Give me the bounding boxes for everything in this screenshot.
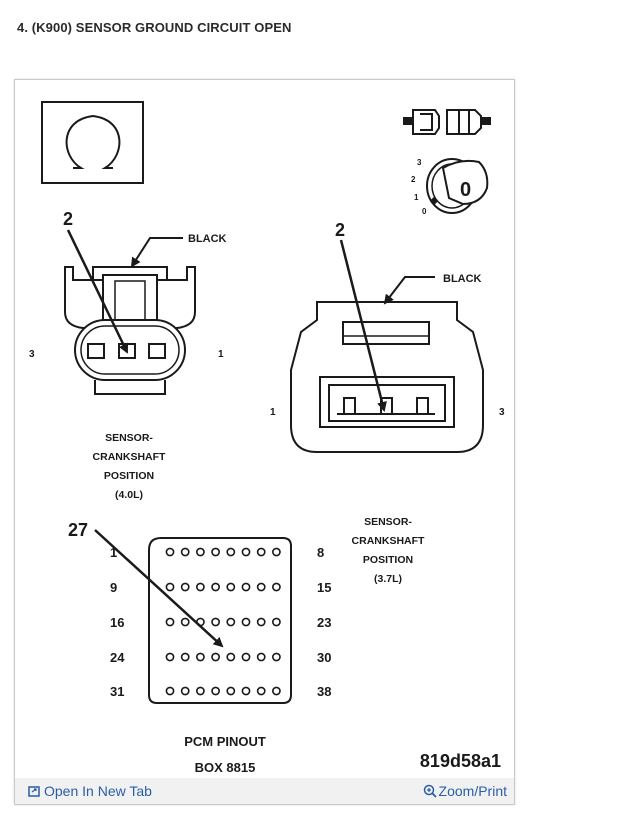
pcm-caption-line2: BOX 8815 xyxy=(195,760,256,775)
svg-text:SENSOR-: SENSOR- xyxy=(105,432,153,444)
ignition-key-icon: 3 2 1 0 0 xyxy=(411,158,489,216)
pcm-pin xyxy=(256,617,266,627)
pcm-pin xyxy=(195,547,205,557)
pcm-pin xyxy=(271,652,281,662)
pcm-left-number: 31 xyxy=(110,684,124,699)
pcm-pin xyxy=(241,582,251,592)
pcm-pin xyxy=(180,652,190,662)
pcm-pin xyxy=(241,547,251,557)
pcm-pin xyxy=(180,617,190,627)
pcm-right-number: 23 xyxy=(317,615,331,630)
pcm-pin xyxy=(195,686,205,696)
ignition-position-2: 2 xyxy=(411,175,416,184)
pcm-pin xyxy=(180,547,190,557)
pcm-pin xyxy=(241,686,251,696)
pcm-pin xyxy=(226,686,236,696)
pcm-pin xyxy=(165,652,175,662)
pcm-pin xyxy=(211,617,220,627)
right-pin-3-label: 3 xyxy=(499,407,505,418)
ohmmeter-icon xyxy=(41,101,144,184)
diagram-canvas: 3 2 1 0 0 2 BLACK 3 1 xyxy=(29,101,505,775)
svg-text:(4.0L): (4.0L) xyxy=(115,489,143,501)
right-connector-3-7l xyxy=(290,301,484,453)
pcm-pin xyxy=(226,652,236,662)
pcm-connector xyxy=(148,537,292,704)
pcm-pin xyxy=(256,547,266,557)
pcm-left-pin-numbers: 1 9 16 24 31 xyxy=(110,545,125,699)
pcm-pin xyxy=(165,617,175,627)
pcm-right-number: 8 xyxy=(317,545,324,560)
pcm-pin xyxy=(211,582,220,592)
magnifier-plus-icon xyxy=(423,784,437,801)
pcm-pin xyxy=(271,582,281,592)
pcm-pin xyxy=(226,617,236,627)
pcm-pin xyxy=(226,547,236,557)
open-in-new-tab-label: Open In New Tab xyxy=(44,783,152,799)
right-pin-1-label: 1 xyxy=(270,407,276,418)
left-connector-caption: SENSOR- CRANKSHAFT POSITION (4.0L) xyxy=(93,432,166,501)
pcm-pin xyxy=(256,582,266,592)
ignition-position-3: 3 xyxy=(417,158,422,167)
pcm-pin xyxy=(271,547,281,557)
left-connector-4-0l xyxy=(64,266,196,395)
pcm-right-number: 15 xyxy=(317,580,331,595)
figure-toolbar: Open In New Tab Zoom/Print xyxy=(15,778,514,804)
pcm-pointer-number: 27 xyxy=(68,520,88,540)
svg-text:POSITION: POSITION xyxy=(104,470,154,482)
svg-text:(3.7L): (3.7L) xyxy=(374,573,402,585)
zoom-print-button[interactable]: Zoom/Print xyxy=(423,783,507,801)
pcm-pin xyxy=(195,652,205,662)
zoom-print-label: Zoom/Print xyxy=(438,783,507,799)
pcm-pin xyxy=(195,582,205,592)
pcm-left-number: 16 xyxy=(110,615,124,630)
pcm-pin xyxy=(211,686,220,696)
pcm-pin xyxy=(256,686,266,696)
image-code: 819d58a1 xyxy=(420,751,501,771)
pcm-right-pin-numbers: 8 15 23 30 38 xyxy=(317,545,331,699)
open-new-tab-icon xyxy=(28,784,40,800)
pcm-pin xyxy=(241,652,251,662)
pcm-pin xyxy=(241,617,251,627)
pcm-pin xyxy=(180,686,190,696)
pcm-pin xyxy=(211,547,220,557)
pcm-pin xyxy=(211,652,220,662)
ignition-key-label: 0 xyxy=(460,179,471,201)
pcm-pin xyxy=(256,652,266,662)
pcm-pin xyxy=(165,547,175,557)
pcm-right-number: 30 xyxy=(317,650,331,665)
pcm-right-number: 38 xyxy=(317,684,331,699)
pcm-pin xyxy=(226,582,236,592)
connector-disconnect-icon xyxy=(403,109,491,135)
pcm-pin xyxy=(165,686,175,696)
pcm-caption-line1: PCM PINOUT xyxy=(184,734,266,749)
left-color-label: BLACK xyxy=(188,233,227,245)
ignition-position-0: 0 xyxy=(422,207,427,216)
svg-text:POSITION: POSITION xyxy=(363,554,413,566)
svg-text:CRANKSHAFT: CRANKSHAFT xyxy=(352,535,425,547)
pcm-pin xyxy=(165,582,175,592)
right-color-label: BLACK xyxy=(443,273,482,285)
svg-text:CRANKSHAFT: CRANKSHAFT xyxy=(93,451,166,463)
pcm-pin xyxy=(180,582,190,592)
left-pin-3-label: 3 xyxy=(29,349,35,360)
pcm-pin xyxy=(271,617,281,627)
pcm-left-number: 1 xyxy=(110,545,117,560)
page-title: 4. (K900) SENSOR GROUND CIRCUIT OPEN xyxy=(17,20,292,35)
pcm-left-number: 9 xyxy=(110,580,117,595)
right-connector-caption: SENSOR- CRANKSHAFT POSITION (3.7L) xyxy=(352,516,425,585)
pcm-pin xyxy=(271,686,281,696)
pcm-pin-grid xyxy=(165,547,281,696)
open-in-new-tab-button[interactable]: Open In New Tab xyxy=(28,783,152,800)
pcm-left-number: 24 xyxy=(110,650,125,665)
left-pointer-number: 2 xyxy=(63,209,73,229)
right-pointer-number: 2 xyxy=(335,220,345,240)
wiring-diagram-figure[interactable]: 3 2 1 0 0 2 BLACK 3 1 xyxy=(14,79,515,805)
ignition-position-1: 1 xyxy=(414,193,419,202)
left-pin-1-label: 1 xyxy=(218,349,224,360)
svg-text:SENSOR-: SENSOR- xyxy=(364,516,412,528)
